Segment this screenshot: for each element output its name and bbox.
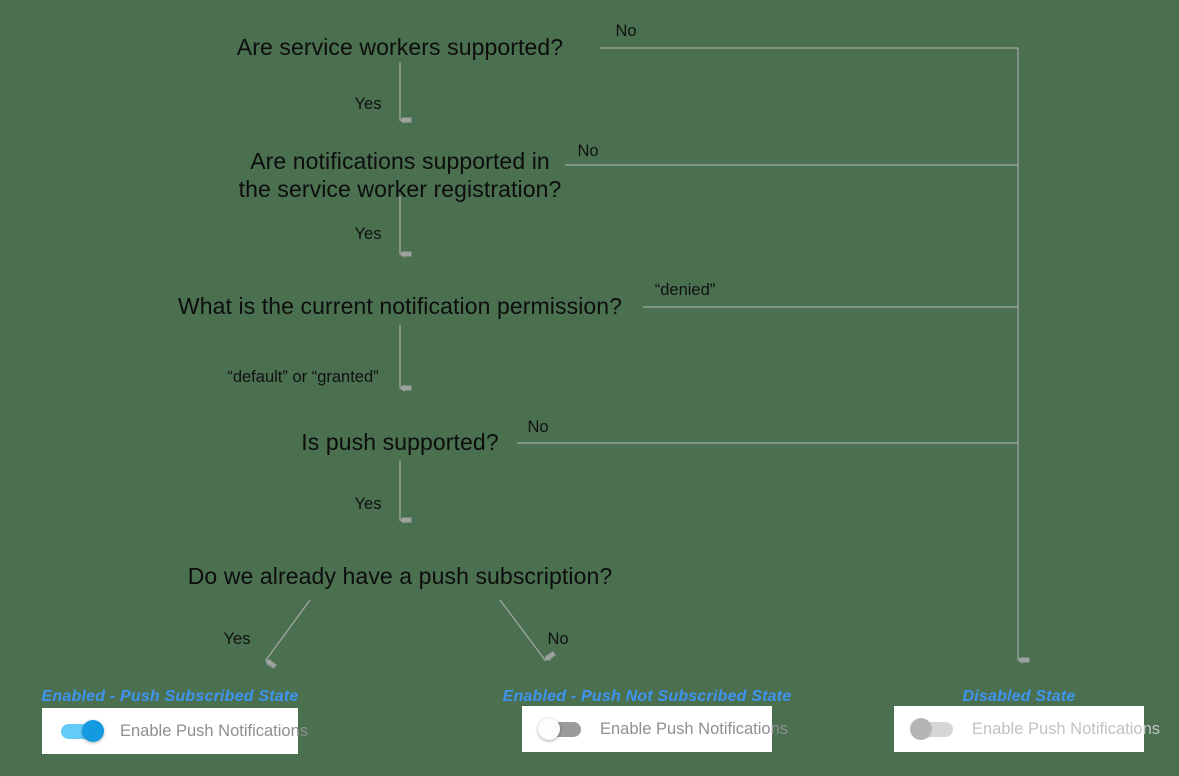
toggle-label-disabled: Enable Push Notifications (972, 719, 1161, 738)
state-label-disabled: Disabled State (962, 688, 1076, 705)
push-toggle-off[interactable] (538, 718, 584, 740)
edge-label-subscription-no: No (547, 630, 569, 648)
edge-label-service-workers-no: No (615, 22, 637, 40)
toggle-card-push-subscribed[interactable]: Enable Push Notifications (42, 708, 308, 754)
toggle-thumb (910, 718, 932, 740)
edge-label-permission-default-granted: “default” or “granted” (227, 368, 379, 386)
toggle-thumb (82, 720, 104, 742)
toggle-card-disabled: Enable Push Notifications (894, 706, 1160, 752)
edge-label-service-workers-yes: Yes (354, 95, 382, 113)
node-have-push-subscription: Do we already have a push subscription? (187, 563, 613, 589)
toggle-label-push-not-subscribed: Enable Push Notifications (600, 719, 789, 738)
push-toggle-on[interactable] (58, 720, 104, 742)
node-notification-permission: What is the current notification permiss… (177, 293, 623, 319)
edge-label-push-supported-yes: Yes (354, 495, 382, 513)
toggle-card-push-not-subscribed[interactable]: Enable Push Notifications (522, 706, 788, 752)
edge-label-notifications-no: No (577, 142, 599, 160)
state-label-push-subscribed: Enabled - Push Subscribed State (41, 688, 299, 705)
node-push-supported: Is push supported? (301, 429, 499, 455)
state-label-push-not-subscribed: Enabled - Push Not Subscribed State (502, 688, 792, 705)
node-notifications-supported: Are notifications supported in the servi… (238, 148, 562, 203)
edge-label-permission-denied: “denied” (654, 281, 716, 299)
edge-label-push-supported-no: No (527, 418, 549, 436)
edge-label-subscription-yes: Yes (223, 630, 251, 648)
node-service-workers-supported: Are service workers supported? (236, 34, 564, 60)
toggle-thumb (538, 718, 560, 740)
push-toggle-disabled (910, 718, 956, 740)
toggle-label-push-subscribed: Enable Push Notifications (120, 721, 309, 740)
edge-label-notifications-yes: Yes (354, 225, 382, 243)
